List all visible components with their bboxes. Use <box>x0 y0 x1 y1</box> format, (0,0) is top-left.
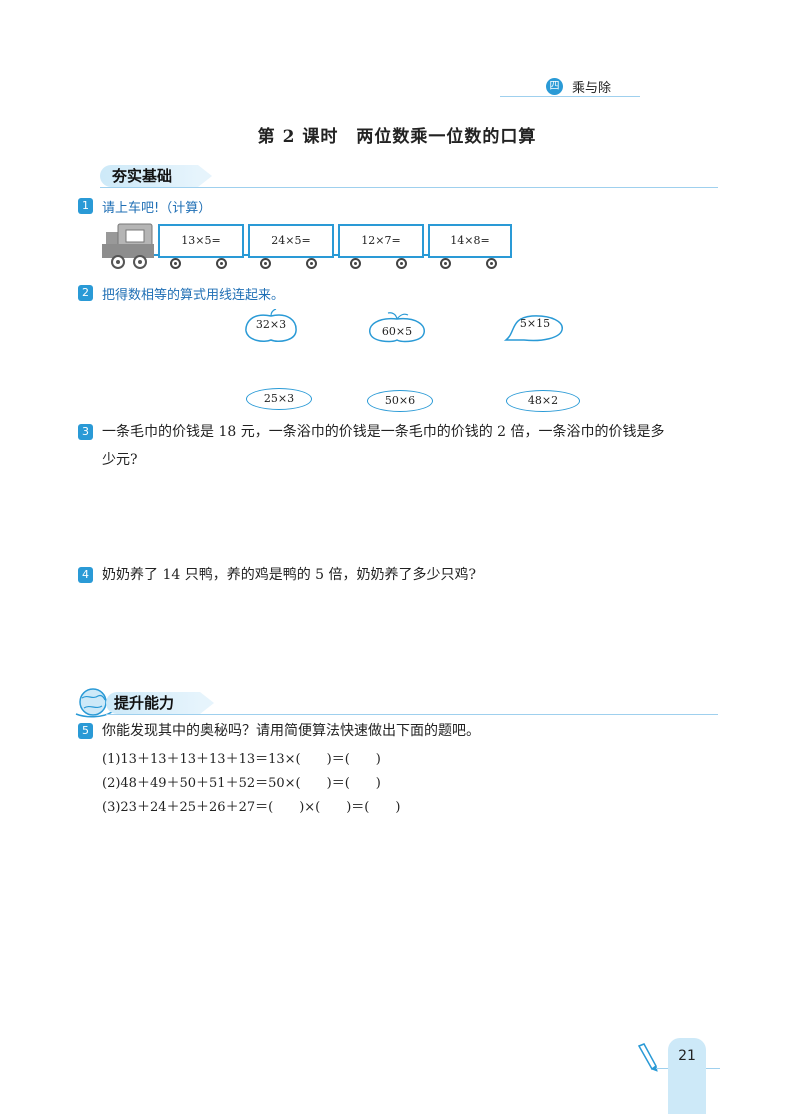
question-1-text: 请上车吧!（计算） <box>102 201 212 216</box>
match-top-1: 32×3 <box>255 318 287 331</box>
train-car: 14×8= <box>428 224 512 258</box>
wheel-icon <box>440 258 451 269</box>
question-5-text: 你能发现其中的奥秘吗？请用简便算法快速做出下面的题吧。 <box>102 723 480 739</box>
match-bottom-2: 50×6 <box>367 390 433 412</box>
question-number-2: 2 <box>78 285 93 301</box>
match-bottom-3: 48×2 <box>506 390 580 412</box>
exercise-item-2: (2)48＋49＋50＋51＋52＝50×( )＝( ) <box>102 776 381 791</box>
header-rule <box>500 96 640 97</box>
train-car: 24×5= <box>248 224 334 258</box>
wheel-icon <box>306 258 317 269</box>
exercise-item-1: (1)13＋13＋13＋13＋13＝13×( )＝( ) <box>102 752 381 767</box>
locomotive-icon <box>102 223 154 269</box>
section-basic-title: 夯实基础 <box>100 165 213 187</box>
wheel-icon <box>170 258 181 269</box>
chapter-badge: 四 <box>546 78 563 95</box>
question-4-text: 奶奶养了 14 只鸭，养的鸡是鸭的 5 倍，奶奶养了多少只鸡? <box>102 567 477 583</box>
match-bottom-1: 25×3 <box>246 388 312 410</box>
page-number: 21 <box>668 1038 706 1114</box>
pencil-icon <box>637 1043 658 1072</box>
section-advanced-title: 提升能力 <box>106 692 215 714</box>
apple-icon <box>245 309 297 343</box>
question-number-5: 5 <box>78 723 93 739</box>
question-number-4: 4 <box>78 567 93 583</box>
match-top-3: 5×15 <box>519 317 551 330</box>
wheel-icon <box>486 258 497 269</box>
chapter-header: 四 乘与除 <box>500 76 640 98</box>
question-3-line-1: 一条毛巾的价钱是 18 元，一条浴巾的价钱是一条毛巾的价钱的 2 倍，一条浴巾的… <box>102 424 665 440</box>
question-number-1: 1 <box>78 198 93 214</box>
wheel-icon <box>260 258 271 269</box>
question-3-line-2: 少元? <box>102 452 138 468</box>
wheel-icon <box>396 258 407 269</box>
section-basic: 夯实基础 <box>100 165 718 189</box>
exercise-item-3: (3)23＋24＋25＋26＋27＝( )×( )＝( ) <box>102 800 401 815</box>
wheel-icon <box>350 258 361 269</box>
train-car: 13×5= <box>158 224 244 258</box>
peach-icon <box>369 312 425 343</box>
wheel-icon <box>216 258 227 269</box>
question-2-text: 把得数相等的算式用线连起来。 <box>102 288 285 303</box>
section-rule <box>100 187 718 188</box>
train-car: 12×7= <box>338 224 424 258</box>
question-number-3: 3 <box>78 424 93 440</box>
section-rule <box>106 714 718 715</box>
section-advanced: 提升能力 <box>106 692 718 716</box>
chapter-name: 乘与除 <box>572 81 612 96</box>
lesson-title: 第 2 课时 两位数乘一位数的口算 <box>257 127 537 147</box>
leaf-icon <box>503 315 563 342</box>
match-top-2: 60×5 <box>381 325 413 338</box>
